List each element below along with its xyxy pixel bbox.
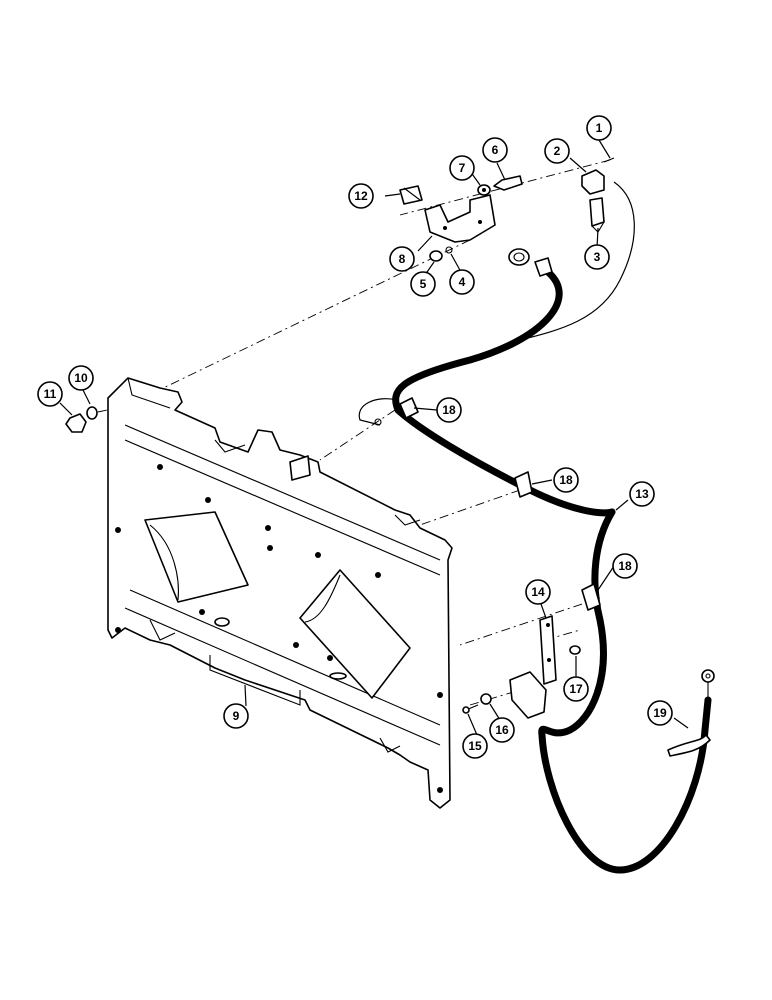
- callout-4-label: 4: [459, 275, 466, 289]
- switch-2: [581, 157, 615, 195]
- callout-15-label: 15: [468, 739, 482, 753]
- callout-13-label: 13: [635, 487, 649, 501]
- callout-18-a-label: 18: [442, 403, 456, 417]
- callout-1-label: 1: [596, 121, 603, 135]
- grommet-12: [399, 185, 423, 205]
- washer-4: [445, 246, 453, 254]
- callout-16-label: 16: [495, 723, 509, 737]
- callout-18-a: 18: [436, 397, 462, 423]
- callout-18-b: 18: [553, 467, 579, 493]
- mounting-plate: [107, 377, 453, 809]
- callout-8: 8: [389, 246, 415, 272]
- callout-7-label: 7: [459, 161, 466, 175]
- callout-19-label: 19: [653, 706, 667, 720]
- bracket-14: [539, 615, 557, 685]
- callout-16: 16: [489, 717, 515, 743]
- nut-17: [569, 645, 581, 655]
- connector-3: [589, 197, 605, 233]
- nut-5: [429, 250, 443, 262]
- callout-9-label: 9: [233, 709, 240, 723]
- clamp-18c: [581, 583, 601, 611]
- callout-7: 7: [449, 155, 475, 181]
- washer-7: [477, 184, 491, 196]
- washer-16: [480, 693, 492, 705]
- large-nut: [508, 248, 530, 266]
- callout-10-label: 10: [74, 371, 88, 385]
- upper-bracket: [424, 194, 496, 243]
- relay-holder: [509, 671, 547, 719]
- callout-15: 15: [462, 733, 488, 759]
- bolt-15: [462, 704, 479, 714]
- callout-10: 10: [68, 365, 94, 391]
- ground-strap: [667, 669, 715, 757]
- callout-6-label: 6: [492, 143, 499, 157]
- callout-18-c: 18: [612, 553, 638, 579]
- callout-2-label: 2: [554, 144, 561, 158]
- callout-13: 13: [629, 481, 655, 507]
- nut-11: [65, 413, 87, 433]
- callout-4: 4: [449, 269, 475, 295]
- callout-5-label: 5: [420, 277, 427, 291]
- callout-12-label: 12: [354, 189, 368, 203]
- clamp-18a: [399, 397, 419, 419]
- callout-18-b-label: 18: [559, 473, 573, 487]
- callout-11: 11: [37, 381, 63, 407]
- callout-3: 3: [584, 244, 610, 270]
- callout-14: 14: [525, 579, 551, 605]
- callout-11-label: 11: [44, 387, 57, 401]
- callout-5: 5: [410, 271, 436, 297]
- callout-18-c-label: 18: [618, 559, 632, 573]
- clamp-18b: [514, 471, 533, 498]
- callout-17: 17: [563, 676, 589, 702]
- callout-2: 2: [544, 138, 570, 164]
- washer-10: [86, 406, 98, 420]
- callout-9: 9: [223, 703, 249, 729]
- callout-6: 6: [482, 137, 508, 163]
- callout-1: 1: [586, 115, 612, 141]
- callout-12: 12: [348, 183, 374, 209]
- bolt-6: [493, 175, 523, 191]
- callout-19: 19: [647, 700, 673, 726]
- callout-14-label: 14: [531, 585, 545, 599]
- callout-8-label: 8: [399, 252, 406, 266]
- callout-17-label: 17: [569, 682, 583, 696]
- callout-3-label: 3: [594, 250, 601, 264]
